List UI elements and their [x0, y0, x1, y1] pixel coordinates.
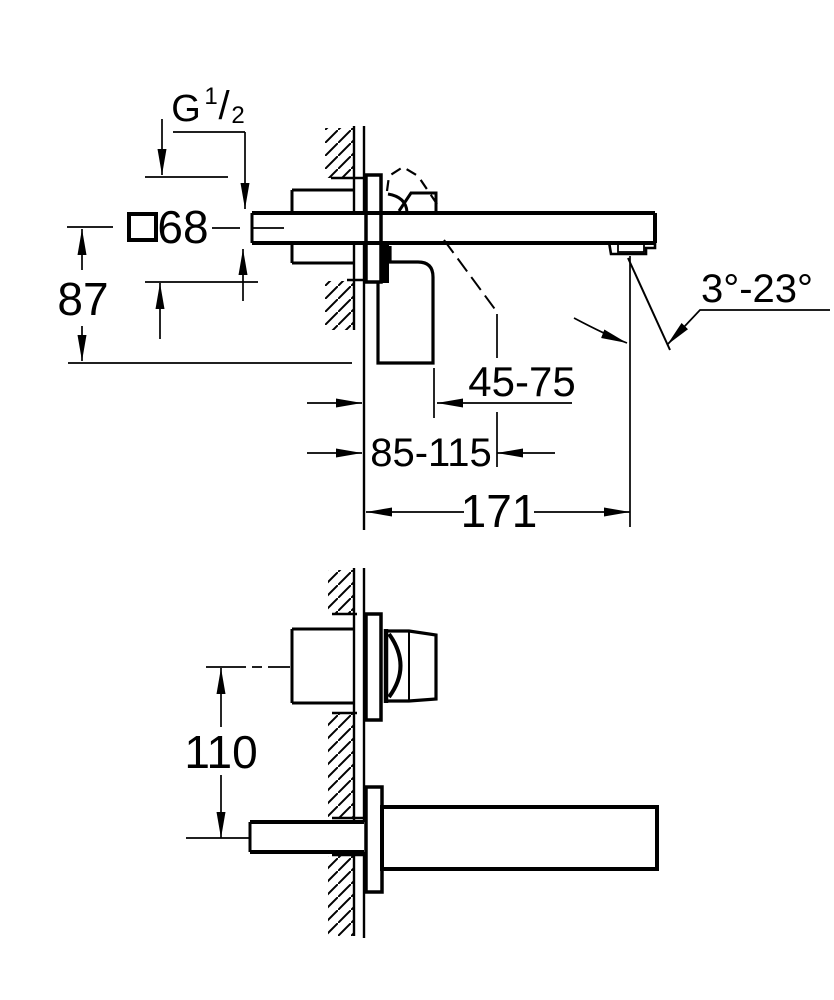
- wall-hatching-b1: [328, 570, 354, 614]
- thread-label-slash: /: [218, 84, 230, 128]
- spray-angle-leader: [666, 309, 830, 346]
- thread-label-numerator: 1: [204, 83, 217, 110]
- dim-171-label: 171: [461, 485, 538, 537]
- wall-hatching-b3: [328, 856, 354, 936]
- dim-110-label: 110: [184, 726, 257, 778]
- spout-base-joint: [381, 242, 389, 283]
- concealed-body-bottom: [290, 627, 354, 705]
- handle-tilted-dashed-outline: [385, 165, 438, 205]
- wall-hatching-lower: [325, 281, 354, 330]
- water-stream-angled-line: [627, 257, 671, 351]
- mixer-cover-plate: [376, 246, 435, 365]
- dim-68-label: 68: [157, 201, 208, 253]
- thread-label-g: G: [171, 88, 201, 130]
- dim-87-label: 87: [57, 273, 108, 325]
- side-view: 3°-23° G 1 / 2 68 87 45-75 85-115: [57, 83, 830, 537]
- concealed-body: [290, 188, 354, 265]
- square-symbol: [127, 212, 158, 242]
- spray-angle-label: 3°-23°: [701, 267, 813, 311]
- swing-arc-arrow: [573, 317, 628, 344]
- wall-hatching-b2: [328, 714, 354, 817]
- bottom-view: 110: [184, 568, 659, 938]
- handle-lever-arc: [387, 192, 409, 213]
- dim-45-75-label: 45-75: [468, 358, 575, 405]
- aerator-outline: [607, 241, 657, 256]
- handle-outline-bottom: [386, 629, 438, 703]
- thread-label-denominator: 2: [231, 102, 244, 129]
- handle-dome-arc: [387, 632, 403, 699]
- wall-escutcheon-side: [364, 173, 383, 284]
- handle-swing-phantom-line: [443, 239, 498, 313]
- dim-85-115-label: 85-115: [370, 431, 492, 475]
- wall-hatching-upper: [325, 128, 354, 178]
- handle-escutcheon-bottom: [364, 612, 383, 722]
- aerator-insert: [617, 243, 645, 253]
- spout-outline-bottom: [380, 805, 659, 871]
